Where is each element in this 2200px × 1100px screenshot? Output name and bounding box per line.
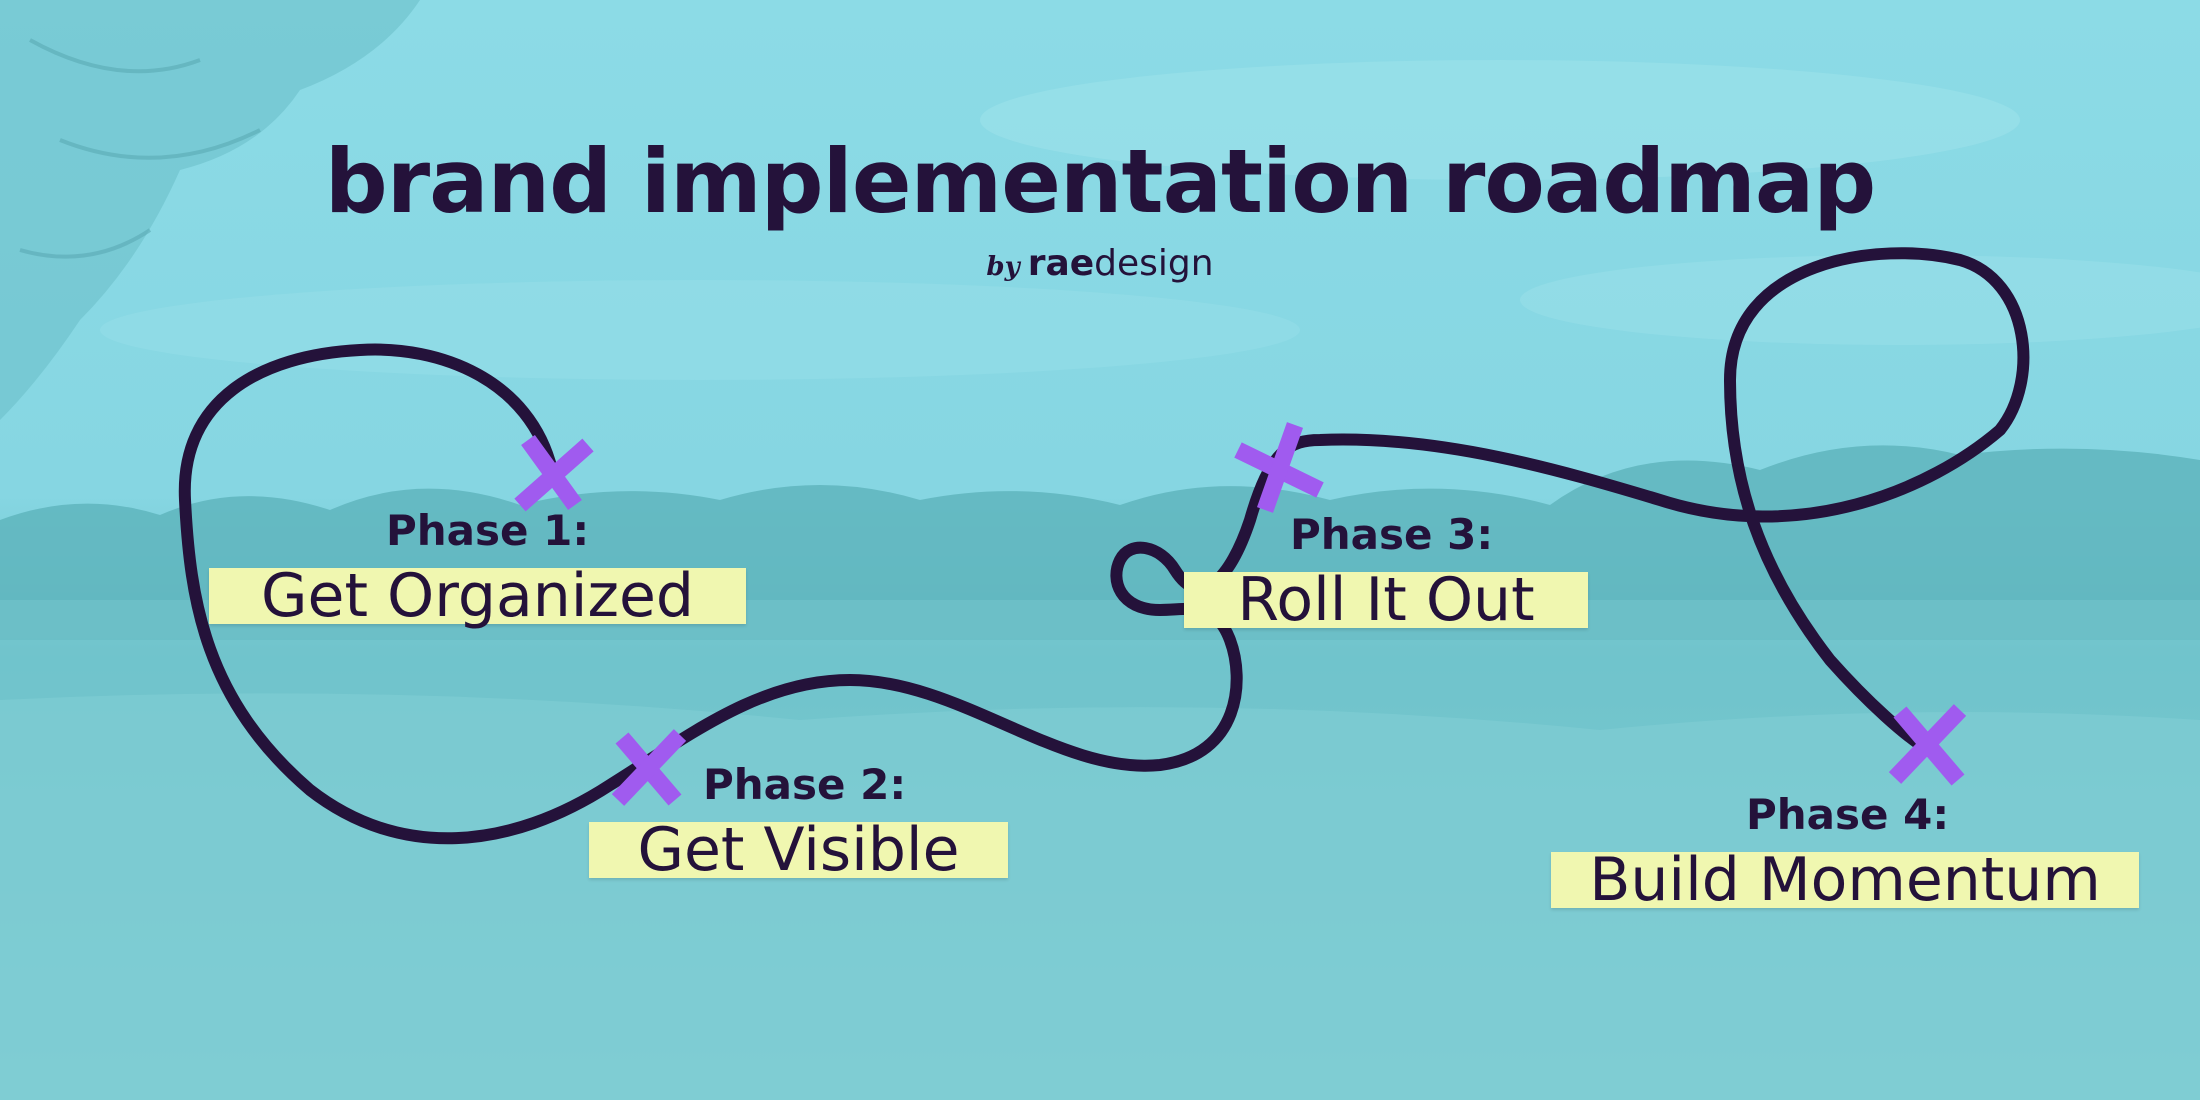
phase-1-label: Phase 1: [386, 506, 590, 555]
phase-1-x-mark-icon [514, 435, 594, 512]
phase-2-x-mark-icon [611, 729, 687, 806]
roadmap-path [178, 247, 2030, 845]
phase-4-label: Phase 4: [1746, 790, 1950, 839]
brand-name-bold: rae [1027, 243, 1095, 284]
phase-3-x-mark-icon [1234, 422, 1324, 513]
brand-name-light: design [1094, 243, 1214, 284]
page-title: brand implementation roadmap [324, 130, 1877, 233]
phase-3-label: Phase 3: [1290, 510, 1494, 559]
phase-2-label: Phase 2: [703, 760, 907, 809]
phase-4-name: Build Momentum [1551, 850, 2139, 910]
phase-3-name: Roll It Out [1184, 570, 1588, 630]
phase-2-name: Get Visible [589, 820, 1008, 880]
phase-4-x-mark-icon [1888, 704, 1967, 786]
phase-1-name: Get Organized [209, 566, 746, 626]
byline-by: by [986, 252, 1020, 282]
